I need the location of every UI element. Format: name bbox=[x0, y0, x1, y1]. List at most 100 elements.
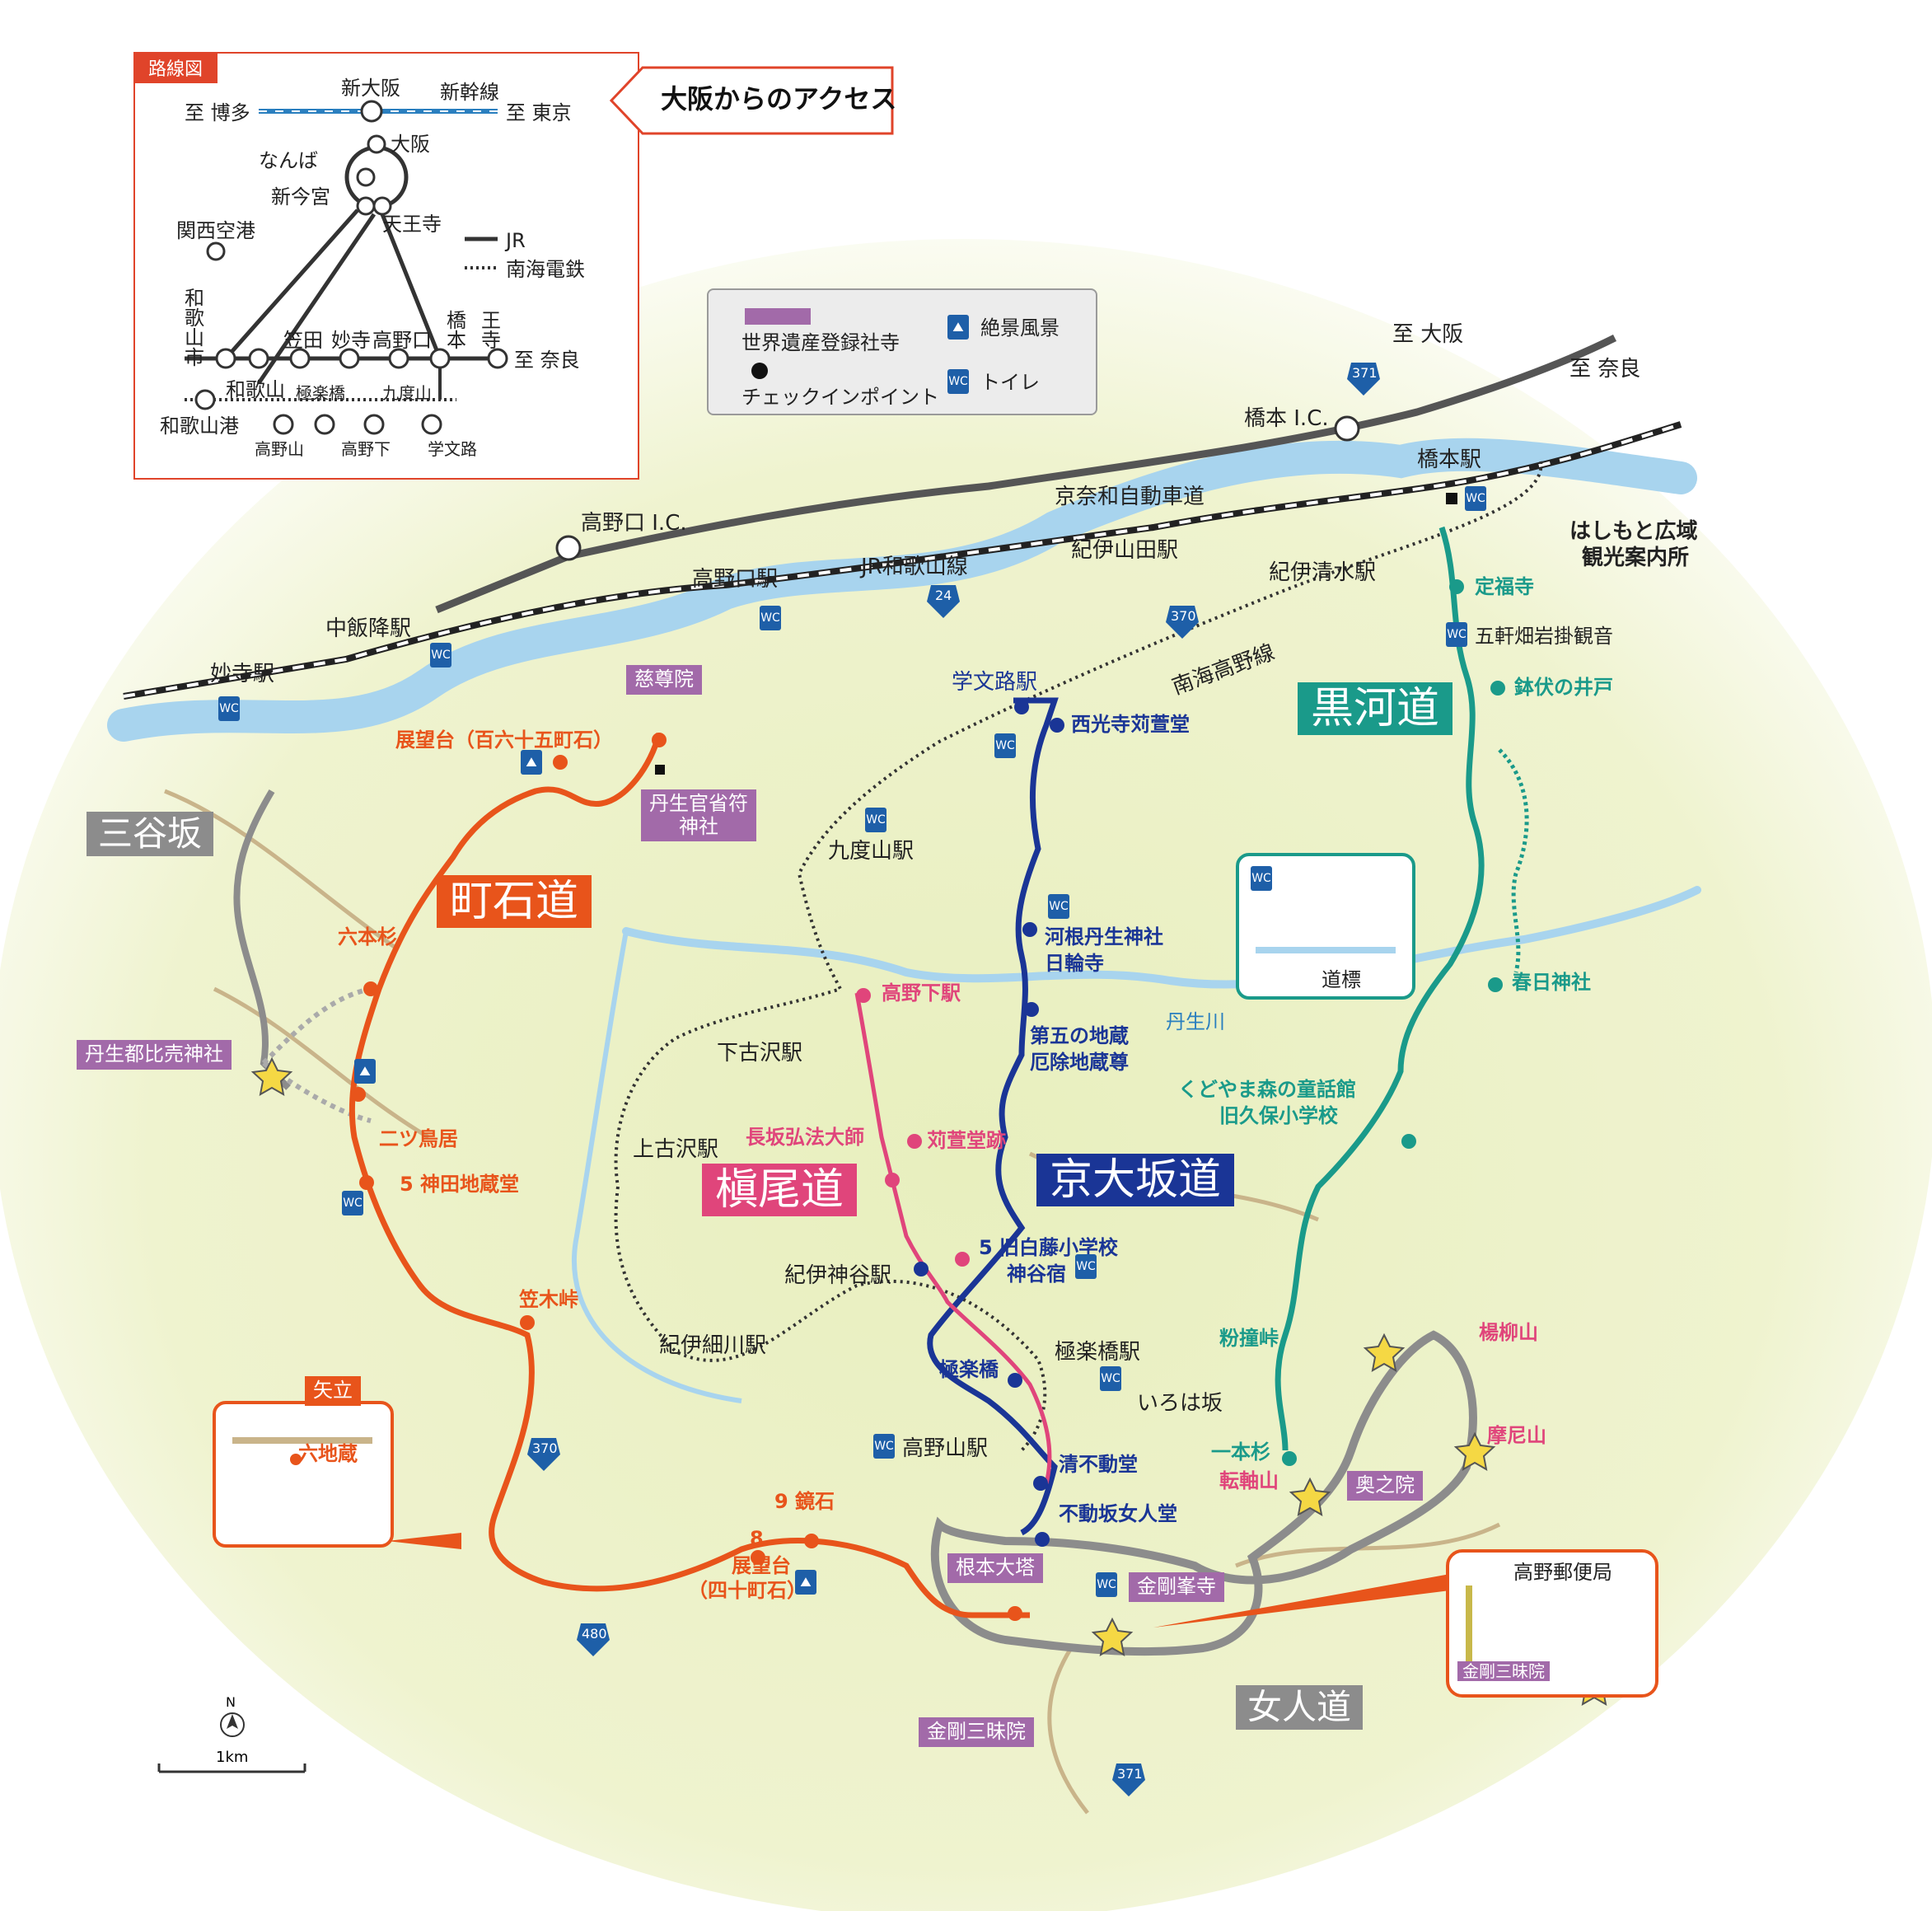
label-koyaguchi-ic: 高野口 I.C. bbox=[581, 511, 687, 536]
label-tenbodai-40c: （四十町石） bbox=[688, 1579, 807, 1602]
route-nyonindo: 女人道 bbox=[1236, 1685, 1364, 1730]
label-hashimoto-ic: 橋本 I.C. bbox=[1244, 406, 1329, 431]
inset-gokurakubashi: 極楽橋 bbox=[296, 383, 345, 403]
inset-to-tokyo: 至 東京 bbox=[506, 101, 572, 124]
route-makiomichi: 槇尾道 bbox=[702, 1164, 858, 1216]
legend-heritage: 世界遺産登録社寺 bbox=[741, 331, 900, 354]
label-tenbodai-40b: 展望台 bbox=[732, 1554, 791, 1577]
michishirube-river bbox=[1256, 947, 1396, 953]
label-kasagi-toge: 笠木峠 bbox=[519, 1288, 578, 1311]
heritage-nyusakanshofu-2: 神社 bbox=[679, 814, 718, 838]
rail-inset: 至 博多 至 東京 新幹線 新大阪 大阪 なんば 新今宮 天王寺 関西空港 JR… bbox=[133, 52, 639, 480]
checkpoints bbox=[351, 415, 1505, 1621]
heritage-konpon-daito: 根本大塔 bbox=[947, 1553, 1043, 1583]
label-kii-yamada-st: 紀伊山田駅 bbox=[1071, 538, 1179, 563]
inset-to-nara: 至 奈良 bbox=[514, 349, 580, 372]
label-goken: 五軒畑岩掛観音 bbox=[1475, 625, 1613, 648]
label-shimokosawa-st: 下古沢駅 bbox=[717, 1041, 803, 1066]
scale-bar bbox=[157, 1763, 306, 1773]
route-370b-badge bbox=[527, 1438, 560, 1471]
heritage-kongo-zanmaiin: 金剛三昧院 bbox=[919, 1717, 1034, 1747]
label-to-osaka: 至 大阪 bbox=[1392, 322, 1464, 347]
route-370-badge bbox=[1166, 606, 1199, 639]
checkpoint-dot bbox=[751, 363, 768, 379]
legend: 世界遺産登録社寺 チェックインポイント ⛰ 絶景風景 WC トイレ bbox=[707, 288, 1097, 415]
label-daigo-jizo: 第五の地蔵 bbox=[1030, 1024, 1129, 1047]
scenic-icon: ⛰ bbox=[521, 750, 542, 775]
michishirube-toilet-icon: WC bbox=[1251, 866, 1272, 891]
label-kagami-ishi: 9 鏡石 bbox=[774, 1490, 835, 1513]
michishirube-inset: WC 道標 bbox=[1236, 853, 1415, 1000]
route-choishimichi: 町石道 bbox=[437, 875, 592, 928]
inset-koyashita: 高野下 bbox=[341, 439, 391, 459]
nyonindo-route bbox=[930, 1330, 1477, 1656]
rokujizo-dot bbox=[290, 1454, 302, 1465]
route-370a-number: 370 bbox=[1171, 608, 1196, 624]
route-480-badge bbox=[577, 1623, 610, 1656]
label-kozuki-toge: 粉撞峠 bbox=[1219, 1327, 1279, 1350]
label-gakumonji-st: 学文路駅 bbox=[952, 670, 1038, 695]
inset-kansai-airport: 関西空港 bbox=[176, 219, 255, 242]
route-370b-number: 370 bbox=[532, 1440, 558, 1456]
toilet-icon: WC bbox=[1446, 622, 1467, 647]
legend-scenic: 絶景風景 bbox=[980, 316, 1060, 340]
inset-shin-osaka: 新大阪 bbox=[341, 77, 400, 100]
label-shirafuji: 5 旧白藤小学校 bbox=[979, 1236, 1119, 1259]
label-karukayado: 苅萱堂跡 bbox=[927, 1129, 1006, 1152]
heritage-nyutsuhime: 丹生都比売神社 bbox=[77, 1040, 232, 1070]
inset-kasada: 笠田 bbox=[283, 329, 323, 352]
label-hachibuse: 鉢伏の井戸 bbox=[1514, 676, 1613, 699]
label-ipponsugi: 一本杉 bbox=[1211, 1440, 1270, 1464]
route-371b-number: 371 bbox=[1117, 1766, 1143, 1782]
toilet-icon: WC bbox=[1075, 1254, 1097, 1279]
label-hashimoto-info2: 観光案内所 bbox=[1582, 546, 1690, 570]
route-371a-number: 371 bbox=[1352, 365, 1378, 381]
inset-to-hakata: 至 博多 bbox=[185, 101, 250, 124]
scenic-icon: ⛰ bbox=[947, 315, 969, 340]
label-tenjikuzan: 転軸山 bbox=[1219, 1469, 1279, 1492]
inset-osaka: 大阪 bbox=[391, 133, 430, 156]
label-hashimoto-info: はしもと広域 bbox=[1569, 519, 1698, 544]
inset-gakumonji: 学文路 bbox=[428, 439, 477, 459]
label-saikoji: 西光寺苅萱堂 bbox=[1071, 713, 1190, 736]
inset-namba: なんば bbox=[259, 149, 318, 172]
toilet-icon: WC bbox=[1096, 1572, 1117, 1597]
keina-expressway bbox=[435, 334, 1617, 614]
inset-hashimoto: 橋本 bbox=[447, 309, 466, 352]
scenic-icon: ⛰ bbox=[354, 1059, 376, 1084]
label-yoryuzan: 楊柳山 bbox=[1479, 1321, 1538, 1344]
scenic-icon: ⛰ bbox=[795, 1570, 816, 1595]
inset-shin-imamiya: 新今宮 bbox=[271, 185, 330, 208]
inset-nankai: 南海電鉄 bbox=[506, 258, 585, 281]
legend-toilet: トイレ bbox=[980, 371, 1040, 394]
toilet-icon: WC bbox=[1465, 486, 1486, 511]
label-gokurakubashi: 極楽橋 bbox=[939, 1358, 999, 1381]
inset-wakayama-shi: 和歌山市 bbox=[185, 287, 204, 369]
toilet-icon: WC bbox=[430, 643, 451, 667]
label-tenbodai-165: 展望台（百六十五町石） bbox=[395, 728, 613, 752]
inset-tag: 路線図 bbox=[133, 52, 218, 83]
post-office-inset: 高野郵便局 金剛三昧院 bbox=[1446, 1549, 1658, 1698]
label-irohazaka: いろは坂 bbox=[1137, 1391, 1223, 1416]
toilet-icon: WC bbox=[218, 696, 240, 721]
toilet-icon: WC bbox=[1100, 1366, 1121, 1391]
toilet-icon: WC bbox=[342, 1191, 363, 1215]
route-kyoosakamichi: 京大坂道 bbox=[1036, 1154, 1235, 1206]
inset-wakayamako: 和歌山港 bbox=[160, 415, 239, 438]
label-kiyofudo: 清不動堂 bbox=[1059, 1453, 1138, 1476]
label-futatsu-torii: 二ツ鳥居 bbox=[379, 1127, 458, 1150]
heritage-nyusakanshofu: 丹生官省符神社 bbox=[641, 789, 756, 842]
label-kii-shimizu-st: 紀伊清水駅 bbox=[1269, 560, 1377, 585]
label-nichirinji: 日輪寺 bbox=[1045, 952, 1104, 975]
north-arrow bbox=[220, 1712, 245, 1737]
label-gokurakubashi-st: 極楽橋駅 bbox=[1055, 1340, 1141, 1365]
toilet-icon: WC bbox=[760, 606, 781, 630]
inset-tennoji: 天王寺 bbox=[382, 213, 442, 236]
koya-post-label: 高野郵便局 bbox=[1513, 1561, 1612, 1584]
label-manizan: 摩尼山 bbox=[1487, 1424, 1546, 1447]
access-callout: 大阪からのアクセス bbox=[610, 66, 896, 135]
heritage-jison: 慈尊院 bbox=[626, 665, 702, 695]
toilet-icon: WC bbox=[1048, 894, 1069, 919]
inset-shinkansen: 新幹線 bbox=[440, 81, 499, 104]
toilet-icon: WC bbox=[994, 733, 1016, 758]
